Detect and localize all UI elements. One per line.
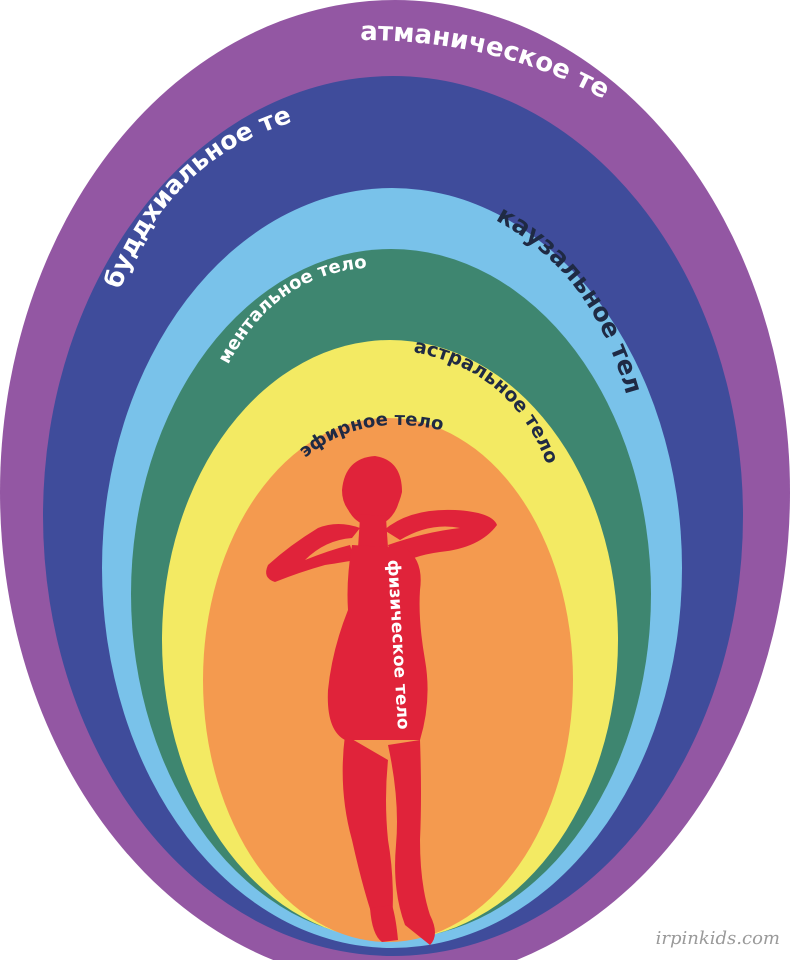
human-silhouette-icon (266, 456, 497, 945)
watermark-text: irpinkids.com (656, 928, 780, 949)
